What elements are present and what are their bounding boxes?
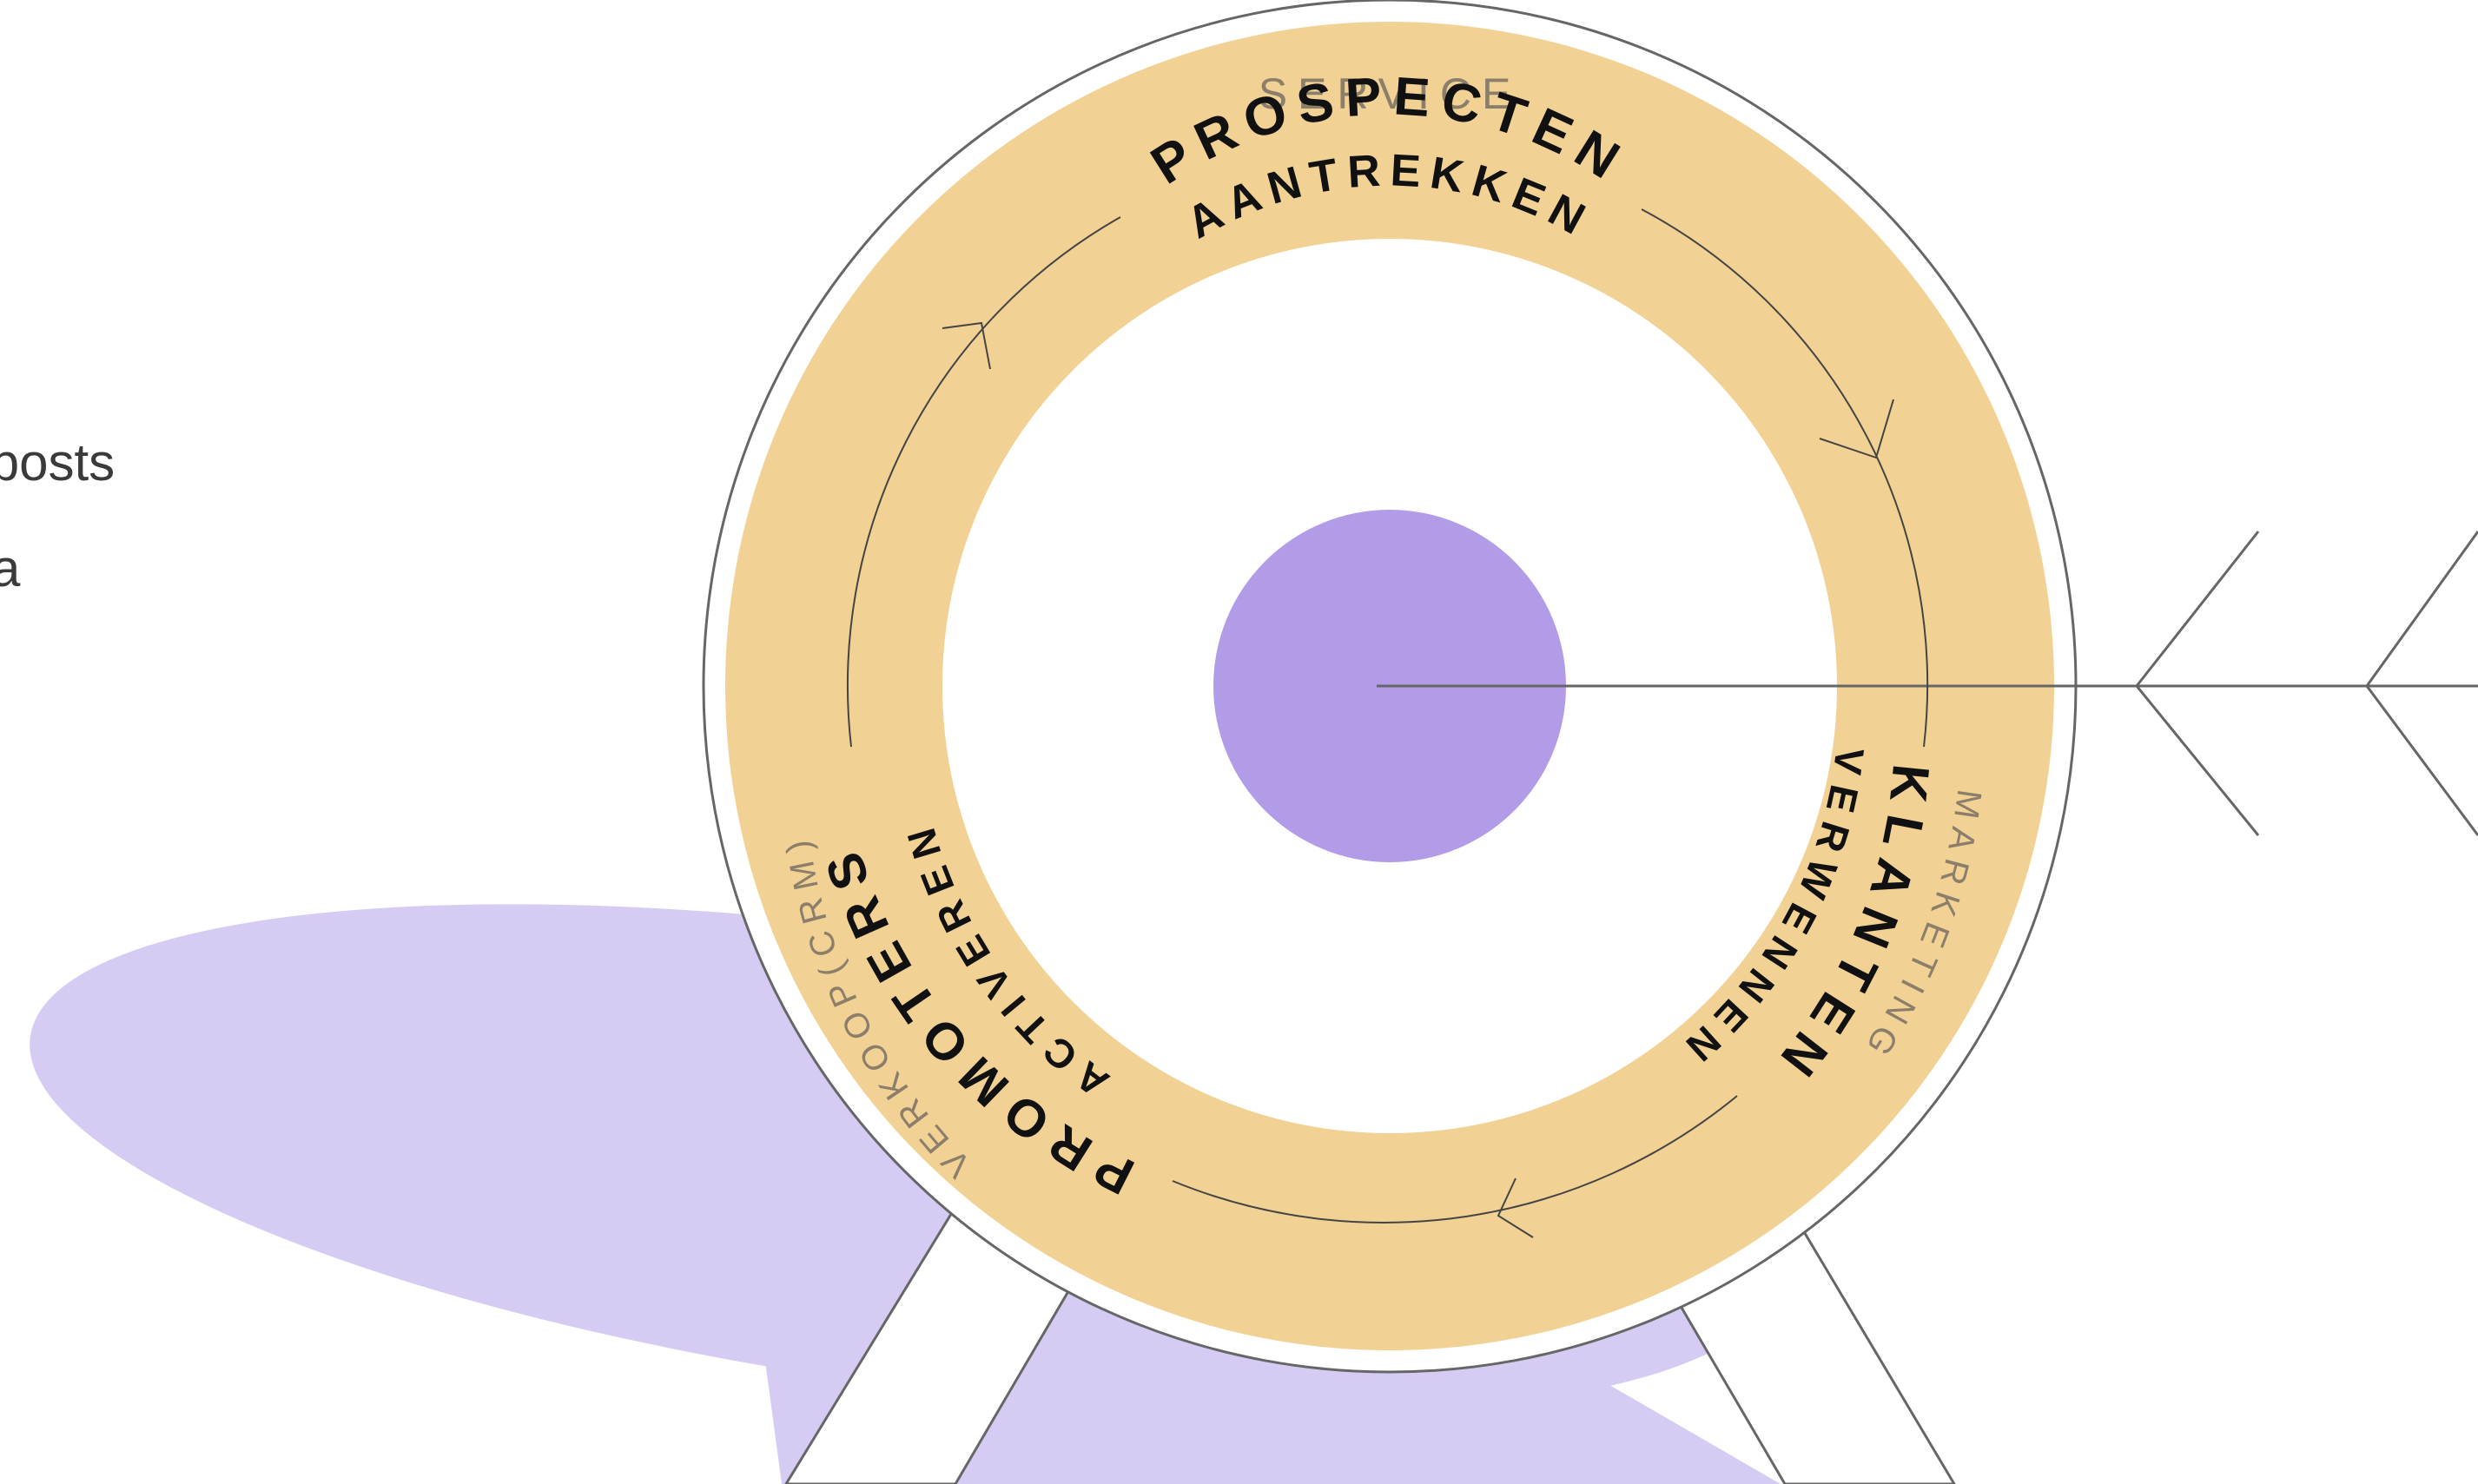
arrow-fletch-1 <box>2137 531 2258 835</box>
arrow-fletch-2 <box>2367 531 2478 835</box>
